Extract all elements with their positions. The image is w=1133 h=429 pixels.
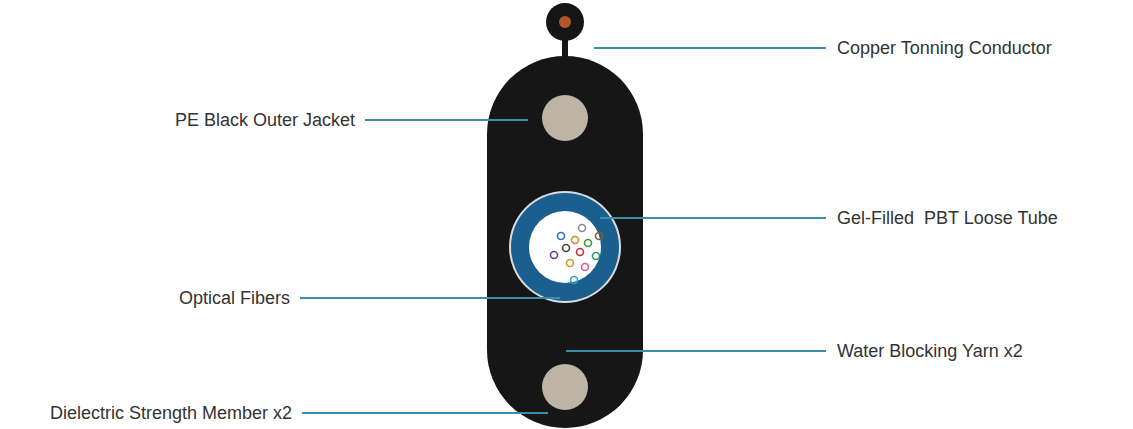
messenger: [546, 3, 584, 60]
leader-lines: [300, 48, 826, 413]
callout-label: Copper Tonning Conductor: [837, 37, 1052, 59]
strength-member: [542, 364, 588, 410]
callout-label: Optical Fibers: [179, 287, 290, 309]
callout-label: PE Black Outer Jacket: [175, 109, 355, 131]
callout-label: Dielectric Strength Member x2: [50, 402, 292, 424]
optical-fibers: [551, 225, 603, 284]
callout-label: Water Blocking Yarn x2: [837, 340, 1023, 362]
strength-member: [542, 95, 588, 141]
callout-label: Gel-Filled PBT Loose Tube: [837, 207, 1058, 229]
loose-tube: [509, 191, 621, 303]
outer-jacket: [487, 56, 643, 428]
